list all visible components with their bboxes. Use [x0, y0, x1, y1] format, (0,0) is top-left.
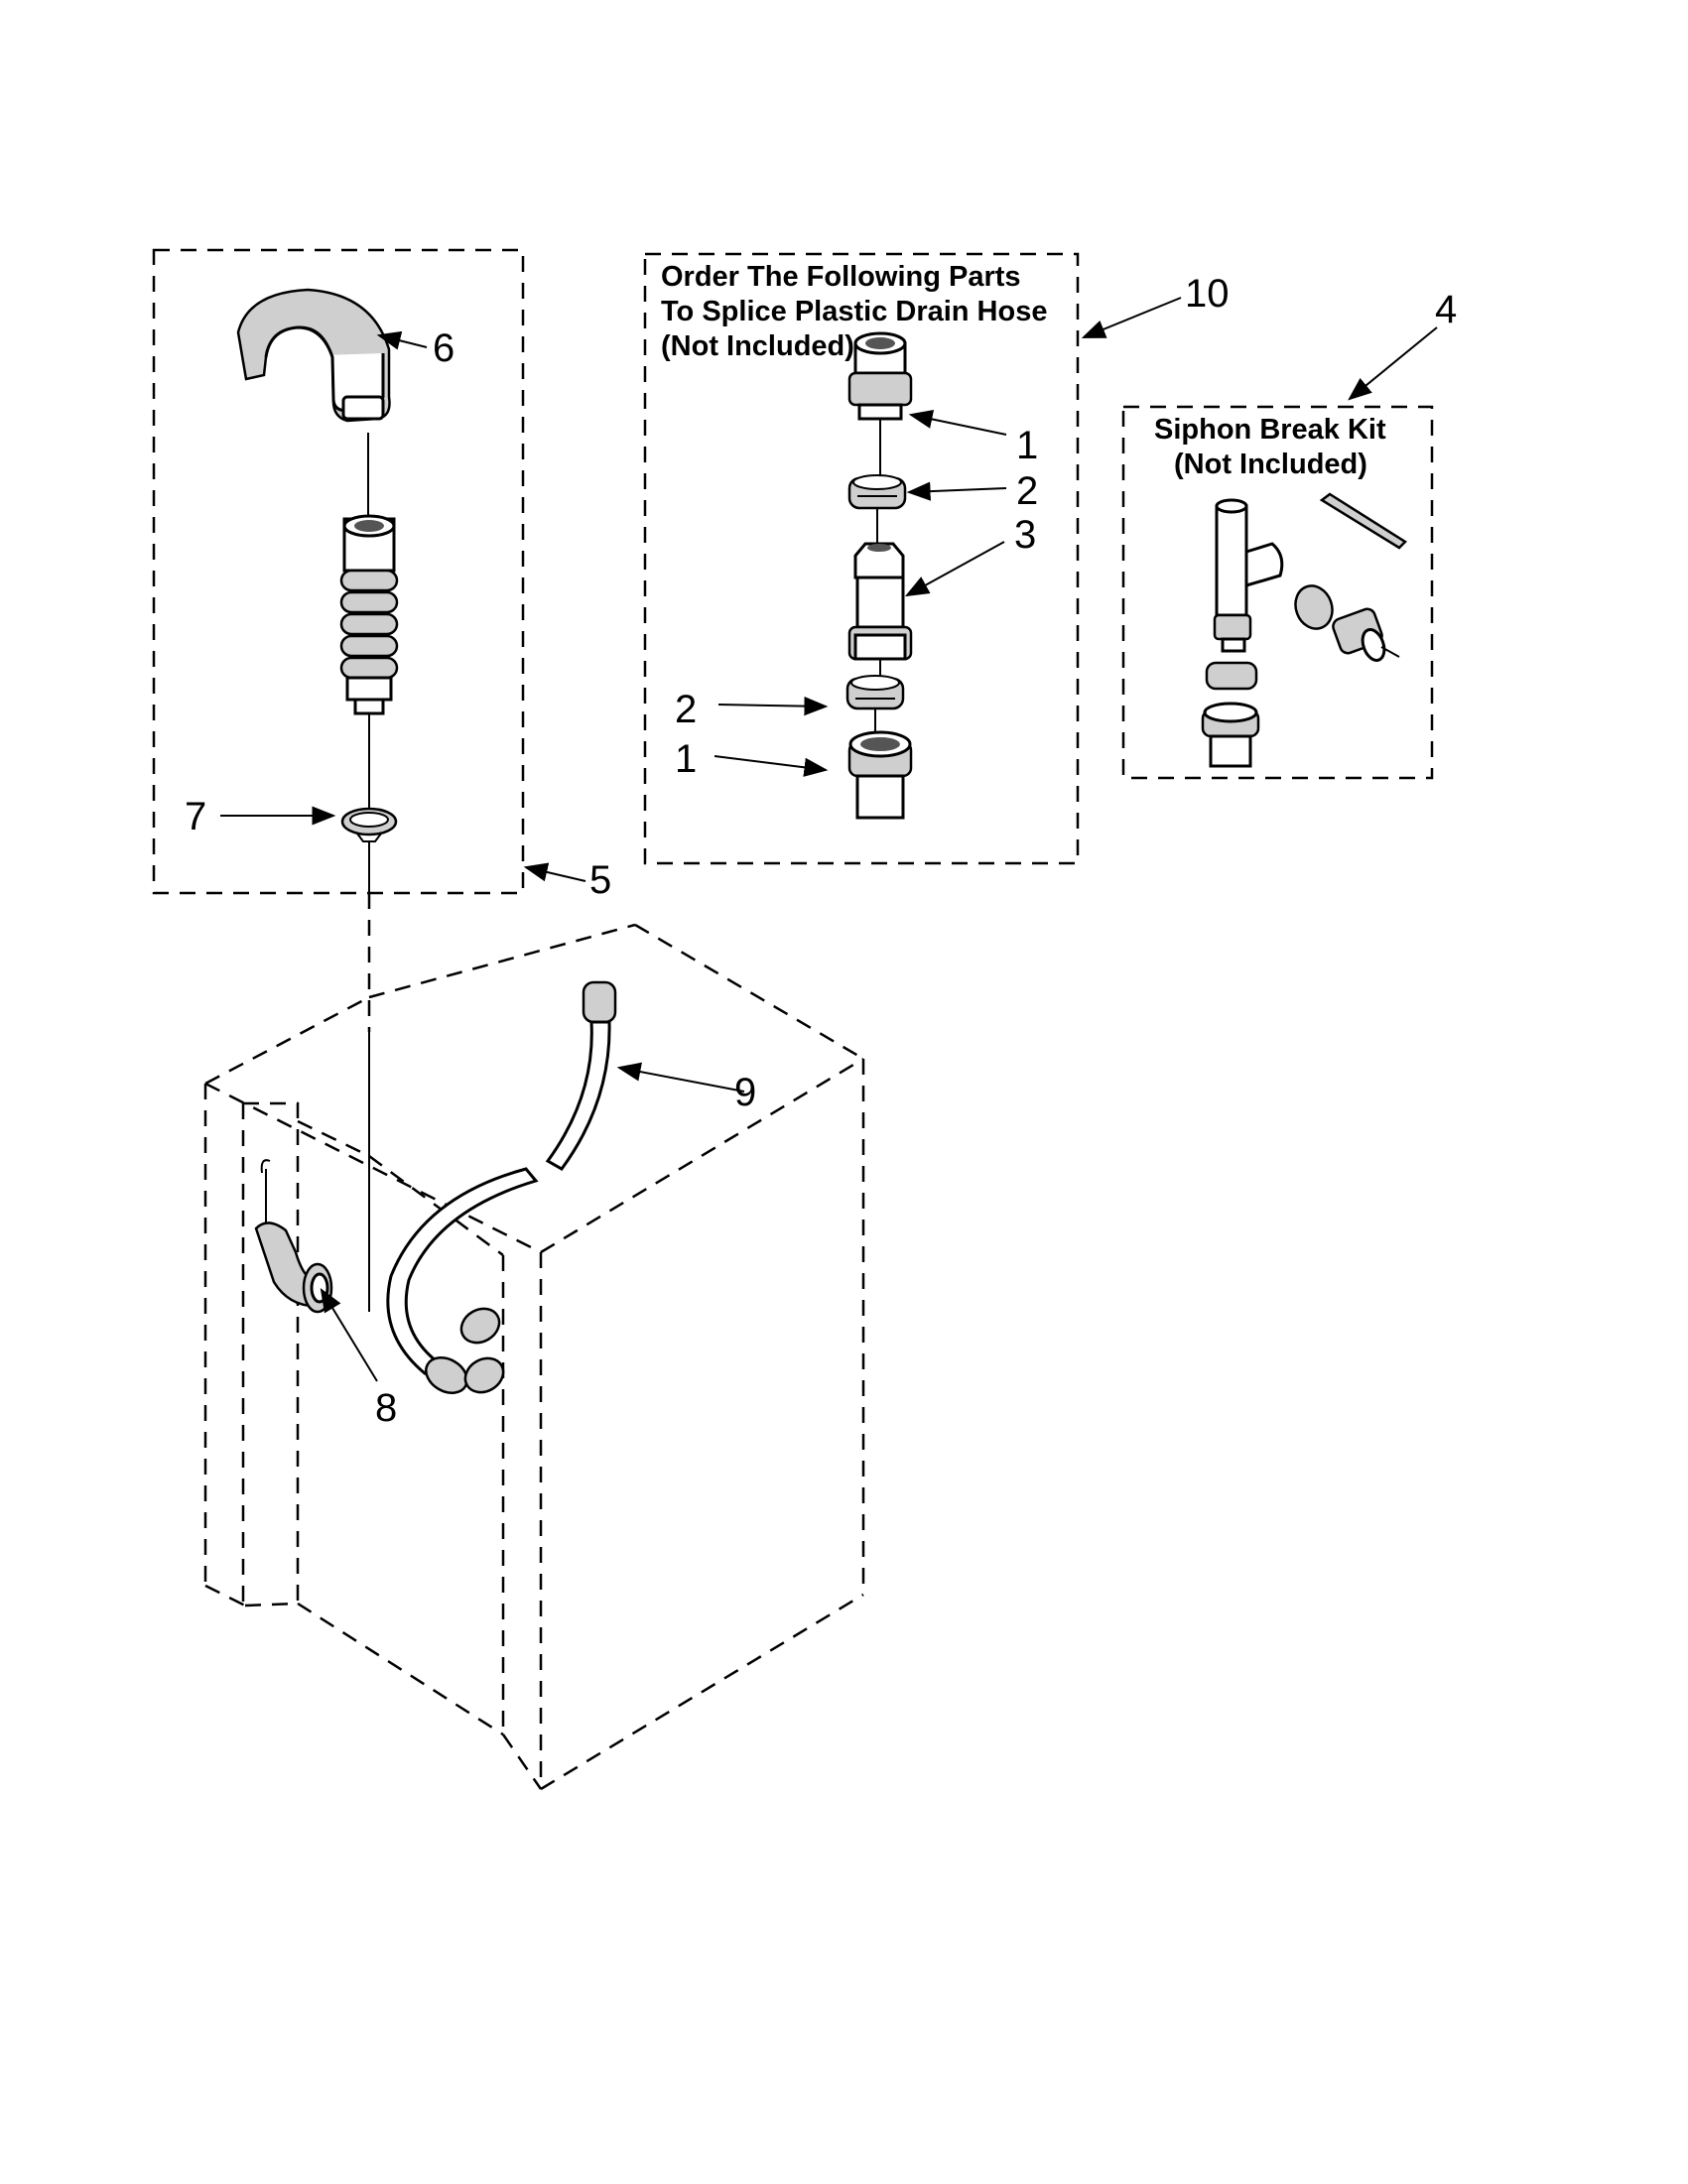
drain-hose-kit-group — [152, 248, 525, 895]
callout-8: 8 — [375, 1386, 397, 1430]
drain-hose-end-part — [339, 514, 399, 715]
cable-tie-part — [1319, 492, 1407, 550]
callout-leaders — [220, 297, 1438, 1382]
siphon-side-fittings-part — [1294, 584, 1400, 662]
callout-6: 6 — [433, 326, 454, 370]
siphon-kit-boundary — [1121, 405, 1434, 780]
hose-clamp-top-part — [847, 474, 907, 510]
siphon-box-title-line1: Siphon Break Kit — [1154, 414, 1386, 446]
callout-7: 7 — [185, 795, 206, 838]
drain-hose-kit-boundary — [152, 248, 525, 895]
hose-clamp-bottom-part — [845, 675, 905, 710]
siphon-box-title-line2: (Not Included) — [1174, 449, 1367, 480]
splice-parts-boundary — [643, 252, 1080, 865]
splice-parts-group: Order The Following Parts To Splice Plas… — [643, 252, 1080, 865]
siphon-break-kit-group: Siphon Break Kit (Not Included) — [1121, 405, 1434, 780]
callout-1-bottom: 1 — [675, 737, 697, 781]
inlet-hose-part — [386, 980, 617, 1394]
hose-clamp-part — [340, 807, 398, 842]
callout-10: 10 — [1185, 272, 1230, 316]
callout-2-top: 2 — [1016, 469, 1038, 513]
callout-5: 5 — [589, 858, 611, 902]
siphon-tee-part — [1213, 498, 1284, 653]
splice-box-title-line1: Order The Following Parts — [661, 261, 1021, 293]
callout-1-top: 1 — [1016, 424, 1038, 467]
callout-2-bottom: 2 — [675, 688, 697, 731]
hose-adapter-top-part — [847, 331, 913, 421]
drain-outlet-elbow-part — [254, 1159, 333, 1314]
hose-clip-part — [236, 288, 391, 423]
splice-box-title-line3: (Not Included) — [661, 330, 854, 362]
callout-9: 9 — [734, 1071, 756, 1114]
splice-box-title-line2: To Splice Plastic Drain Hose — [661, 296, 1047, 327]
callout-3: 3 — [1014, 513, 1036, 557]
callout-4: 4 — [1435, 288, 1457, 331]
washer-cabinet-outline — [203, 923, 865, 1791]
callout-labels: 10 4 1 2 3 2 1 6 7 5 9 8 — [185, 272, 1457, 1430]
hose-coupler-part — [847, 542, 913, 661]
hose-adapter-bottom-part — [847, 730, 913, 820]
siphon-lower-fittings-part — [1201, 661, 1260, 768]
